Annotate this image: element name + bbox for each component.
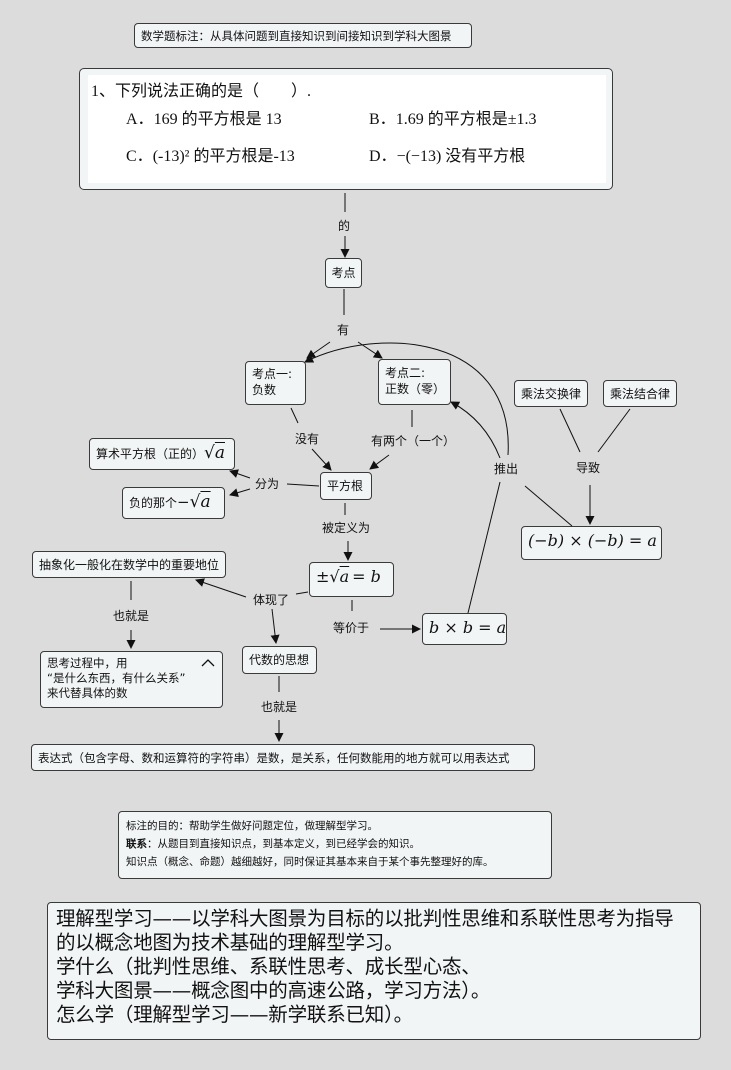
node-kaodian-2-title: 考点二: [385,366,426,380]
option-a-letter: A． [126,111,154,128]
node-kaodian-1[interactable]: 考点一: 负数 [245,361,306,405]
question-content: 1、下列说法正确的是（ ）. A．169 的平方根是 13 B．1.69 的平方… [88,75,606,183]
node-pingfanggen[interactable]: 平方根 [320,472,372,500]
label-de: 的 [338,219,351,233]
note-line-2-rest: ：从题目到直接知识点，到基本定义，到已经学会的知识。 [147,838,420,850]
node-neg-root-text: 负的那个 [129,496,178,510]
node-kaodian-2[interactable]: 考点二: 正数（零） [378,359,451,405]
edge-tixianle-algebra [270,608,280,644]
question-box[interactable]: 1、下列说法正确的是（ ）. A．169 的平方根是 13 B．1.69 的平方… [79,68,613,190]
label-fenwei: 分为 [255,477,280,491]
label-tuichu: 推出 [494,462,519,476]
label-dengjiayu: 等价于 [333,621,370,635]
node-algebra[interactable]: 代数的思想 [242,646,317,674]
node-b-times-b[interactable]: b × b = a [422,613,507,645]
edge-law2-daozhi [597,408,631,453]
label-you-liangge: 有两个（一个） [371,434,456,448]
note-line-2: 联系：从题目到直接知识点，到基本定义，到已经学会的知识。 [126,835,544,853]
edge-meiyou-pfg [311,448,332,471]
purpose-note: 标注的目的：帮助学生做好问题定位，做理解型学习。 联系：从题目到直接知识点，到基… [118,811,552,879]
pm-sqrt-radicand: a [339,567,350,586]
option-c: C．(-13)² 的平方根是-13 [126,147,295,167]
label-tixianle: 体现了 [253,593,290,607]
node-mul-associative[interactable]: 乘法结合律 [603,380,677,407]
summary-line-5: 怎么学（理解型学习——新学联系已知）。 [56,1003,413,1026]
edge-kp1-meiyou [290,407,299,424]
option-b-text: 1.69 的平方根是±1.3 [395,111,537,128]
label-yejiushi-1: 也就是 [113,609,150,623]
node-kaodian-1-text: 负数 [252,383,277,397]
edge-pm-tixianle [295,591,309,595]
question-stem: 1、下列说法正确的是（ ）. [91,83,312,100]
edge-bxb-tuichu [467,481,501,614]
node-kaodian[interactable]: 考点 [325,258,362,288]
summary-line-4: 学科大图景——概念图中的高速公路，学习方法）。 [56,979,491,1002]
option-a: A．169 的平方根是 13 [126,110,282,130]
node-mul-commutative[interactable]: 乘法交换律 [514,380,588,407]
option-d: D．−(−13) 没有平方根 [369,147,525,167]
node-abstraction[interactable]: 抽象化一般化在数学中的重要地位 [32,551,226,578]
summary-box: 理解型学习——以学科大图景为目标的以批判性思维和系联性思考为指导 的以概念地图为… [47,902,701,1040]
sqrt-symbol-pm: √a [329,567,350,586]
node-pm-sqrt-eq-b[interactable]: ±√a= b [309,562,394,597]
option-b-letter: B． [369,111,396,128]
node-kaodian-2-text: 正数（零） [385,382,446,396]
option-c-letter: C． [126,148,153,165]
note-line-1: 标注的目的：帮助学生做好问题定位，做理解型学习。 [126,820,378,832]
node-arith-root-text: 算术平方根（正的） [96,447,205,461]
edge-tuichu-curve-kp1 [304,342,509,456]
edge-pfg-fenwei [286,483,320,487]
neg-sign: − [177,493,190,511]
edge-fenwei-neg [229,488,251,498]
node-thinking-line2: “是什么东西，有什么关系” [47,671,186,685]
option-b: B．1.69 的平方根是±1.3 [369,110,536,130]
node-kaodian-1-title: 考点一: [252,367,293,381]
label-daozhi: 导致 [576,461,601,475]
sqrt-neg-radicand: a [200,492,211,512]
label-meiyou: 没有 [295,432,320,446]
sqrt-symbol-a: √a [204,443,225,463]
option-c-text: (-13)² 的平方根是-13 [152,148,295,165]
node-neg-root[interactable]: 负的那个−√a [122,487,225,519]
sqrt-symbol-neg: √a [189,492,211,512]
edge-law1-daozhi [559,408,581,453]
pm-sign: ± [316,567,330,586]
node-neg-b-product[interactable]: (−b) × (−b) = a [521,526,662,560]
summary-line-2: 的以概念地图为技术基础的理解型学习。 [56,931,404,954]
option-a-text: 169 的平方根是 13 [153,111,282,128]
edge-tuichu-curve-kp2 [450,401,501,459]
label-yejiushi-2: 也就是 [261,700,298,714]
note-line-2-bold: 联系 [126,838,147,850]
node-thinking-line3: 来代替具体的数 [47,686,128,700]
edge-tixianle-abstr [195,578,247,598]
eq-b: = b [352,567,381,586]
chevron-up-icon[interactable] [201,658,215,668]
option-d-text: −(−13) 没有平方根 [396,148,526,165]
option-d-letter: D． [369,148,397,165]
edge-youliangge-pfg [369,454,390,470]
summary-line-1: 理解型学习——以学科大图景为目标的以批判性思维和系联性思考为指导 [56,907,674,930]
node-arith-root[interactable]: 算术平方根（正的）√a [89,438,235,470]
edge-formula-tuichu [524,485,573,527]
node-thinking[interactable]: 思考过程中，用 “是什么东西，有什么关系” 来代替具体的数 [40,651,223,708]
label-you: 有 [337,323,350,337]
node-expression[interactable]: 表达式（包含字母、数和运算符的字符串）是数，是关系，任何数能用的地方就可以用表达… [31,744,535,771]
note-line-3: 知识点（概念、命题）越细越好，同时保证其基本来自于某个事先整理好的库。 [126,856,494,868]
node-thinking-line1: 思考过程中，用 [47,656,128,670]
edge-fenwei-arith [229,469,251,479]
summary-line-3: 学什么（批判性思维、系联性思考、成长型心态、 [56,955,481,978]
label-beidingyi: 被定义为 [322,521,371,535]
header-title: 数学题标注：从具体问题到直接知识到间接知识到学科大图景 [134,23,472,48]
sqrt-a-radicand: a [214,443,225,463]
